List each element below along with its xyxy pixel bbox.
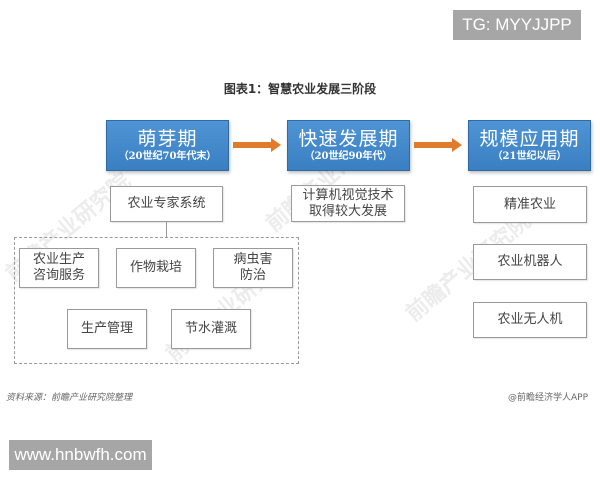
arrow-right-icon (233, 138, 281, 152)
stage-name: 萌芽期 (137, 127, 198, 150)
sub-item-cultivation: 作物栽培 (116, 248, 196, 288)
sub-item-irrigation: 节水灌溉 (171, 309, 251, 349)
sub-item-pest-control: 病虫害 防治 (213, 248, 293, 288)
stage-period: （20世纪70年代末） (118, 150, 217, 162)
computer-vision-box: 计算机视觉技术 取得较大发展 (291, 185, 405, 222)
agri-drone-box: 农业无人机 (473, 302, 587, 338)
stage-name: 规模应用期 (479, 127, 580, 150)
expert-system-box: 农业专家系统 (110, 186, 223, 222)
connector-line (166, 221, 167, 237)
credit-note: @前瞻经济学人APP (507, 393, 588, 403)
arrow-right-icon (414, 138, 462, 152)
figure-title: 图表1：智慧农业发展三阶段 (223, 82, 377, 96)
agri-robot-box: 农业机器人 (473, 244, 587, 280)
overlay-tag-top: TG: MYYJJPP (453, 10, 581, 40)
sub-item-production-mgmt: 生产管理 (67, 309, 147, 349)
stage-name: 快速发展期 (298, 127, 399, 150)
stage-scale-application: 规模应用期 （21世纪以后） (468, 120, 591, 171)
source-note: 资料来源：前瞻产业研究院整理 (6, 393, 133, 403)
overlay-tag-bottom: www.hnbwfh.com (9, 440, 152, 470)
expert-system-group (14, 237, 299, 364)
precision-agriculture-box: 精准农业 (473, 186, 587, 223)
stage-embryonic: 萌芽期 （20世纪70年代末） (106, 120, 229, 171)
stage-rapid-development: 快速发展期 （20世纪90年代） (287, 120, 410, 171)
sub-item-consulting: 农业生产 咨询服务 (19, 248, 99, 288)
stage-period: （20世纪90年代） (304, 150, 393, 162)
stage-period: （21世纪以后） (492, 150, 567, 162)
